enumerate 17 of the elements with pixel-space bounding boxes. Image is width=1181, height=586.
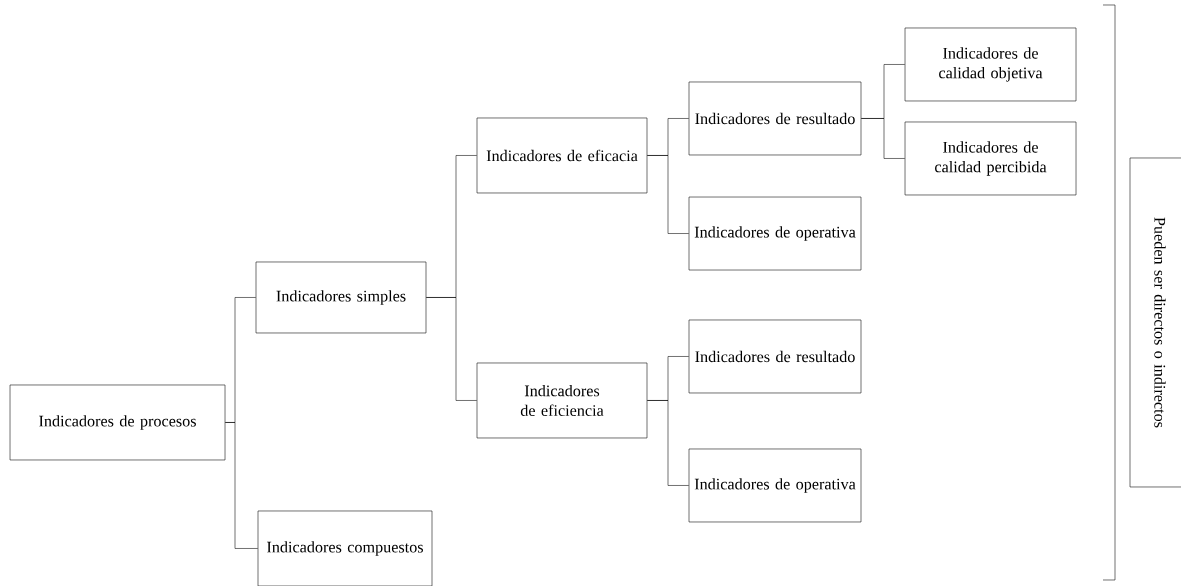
connector: [647, 155, 689, 234]
note-box: Pueden ser directos o indirectos: [1129, 157, 1181, 488]
process-box: Indicadores de resultado: [688, 319, 862, 394]
process-box: Indicadores simples: [255, 261, 427, 334]
connector: [861, 118, 905, 159]
connector: [225, 422, 258, 549]
process-box: Indicadores de operativa: [688, 196, 862, 271]
process-box: Indicadores compuestos: [257, 510, 433, 586]
process-box: Indicadores de calidad objetiva: [904, 27, 1077, 102]
process-box: Indicadores de eficiencia: [476, 362, 648, 439]
process-box: Indicadores de calidad percibida: [904, 121, 1077, 196]
connector: [426, 297, 477, 401]
process-box: Indicadores de resultado: [688, 81, 862, 156]
process-box: Indicadores de operativa: [688, 448, 862, 523]
connector: [647, 400, 689, 486]
process-box: Indicadores de procesos: [9, 384, 226, 461]
process-box: Indicadores de eficacia: [476, 117, 648, 194]
